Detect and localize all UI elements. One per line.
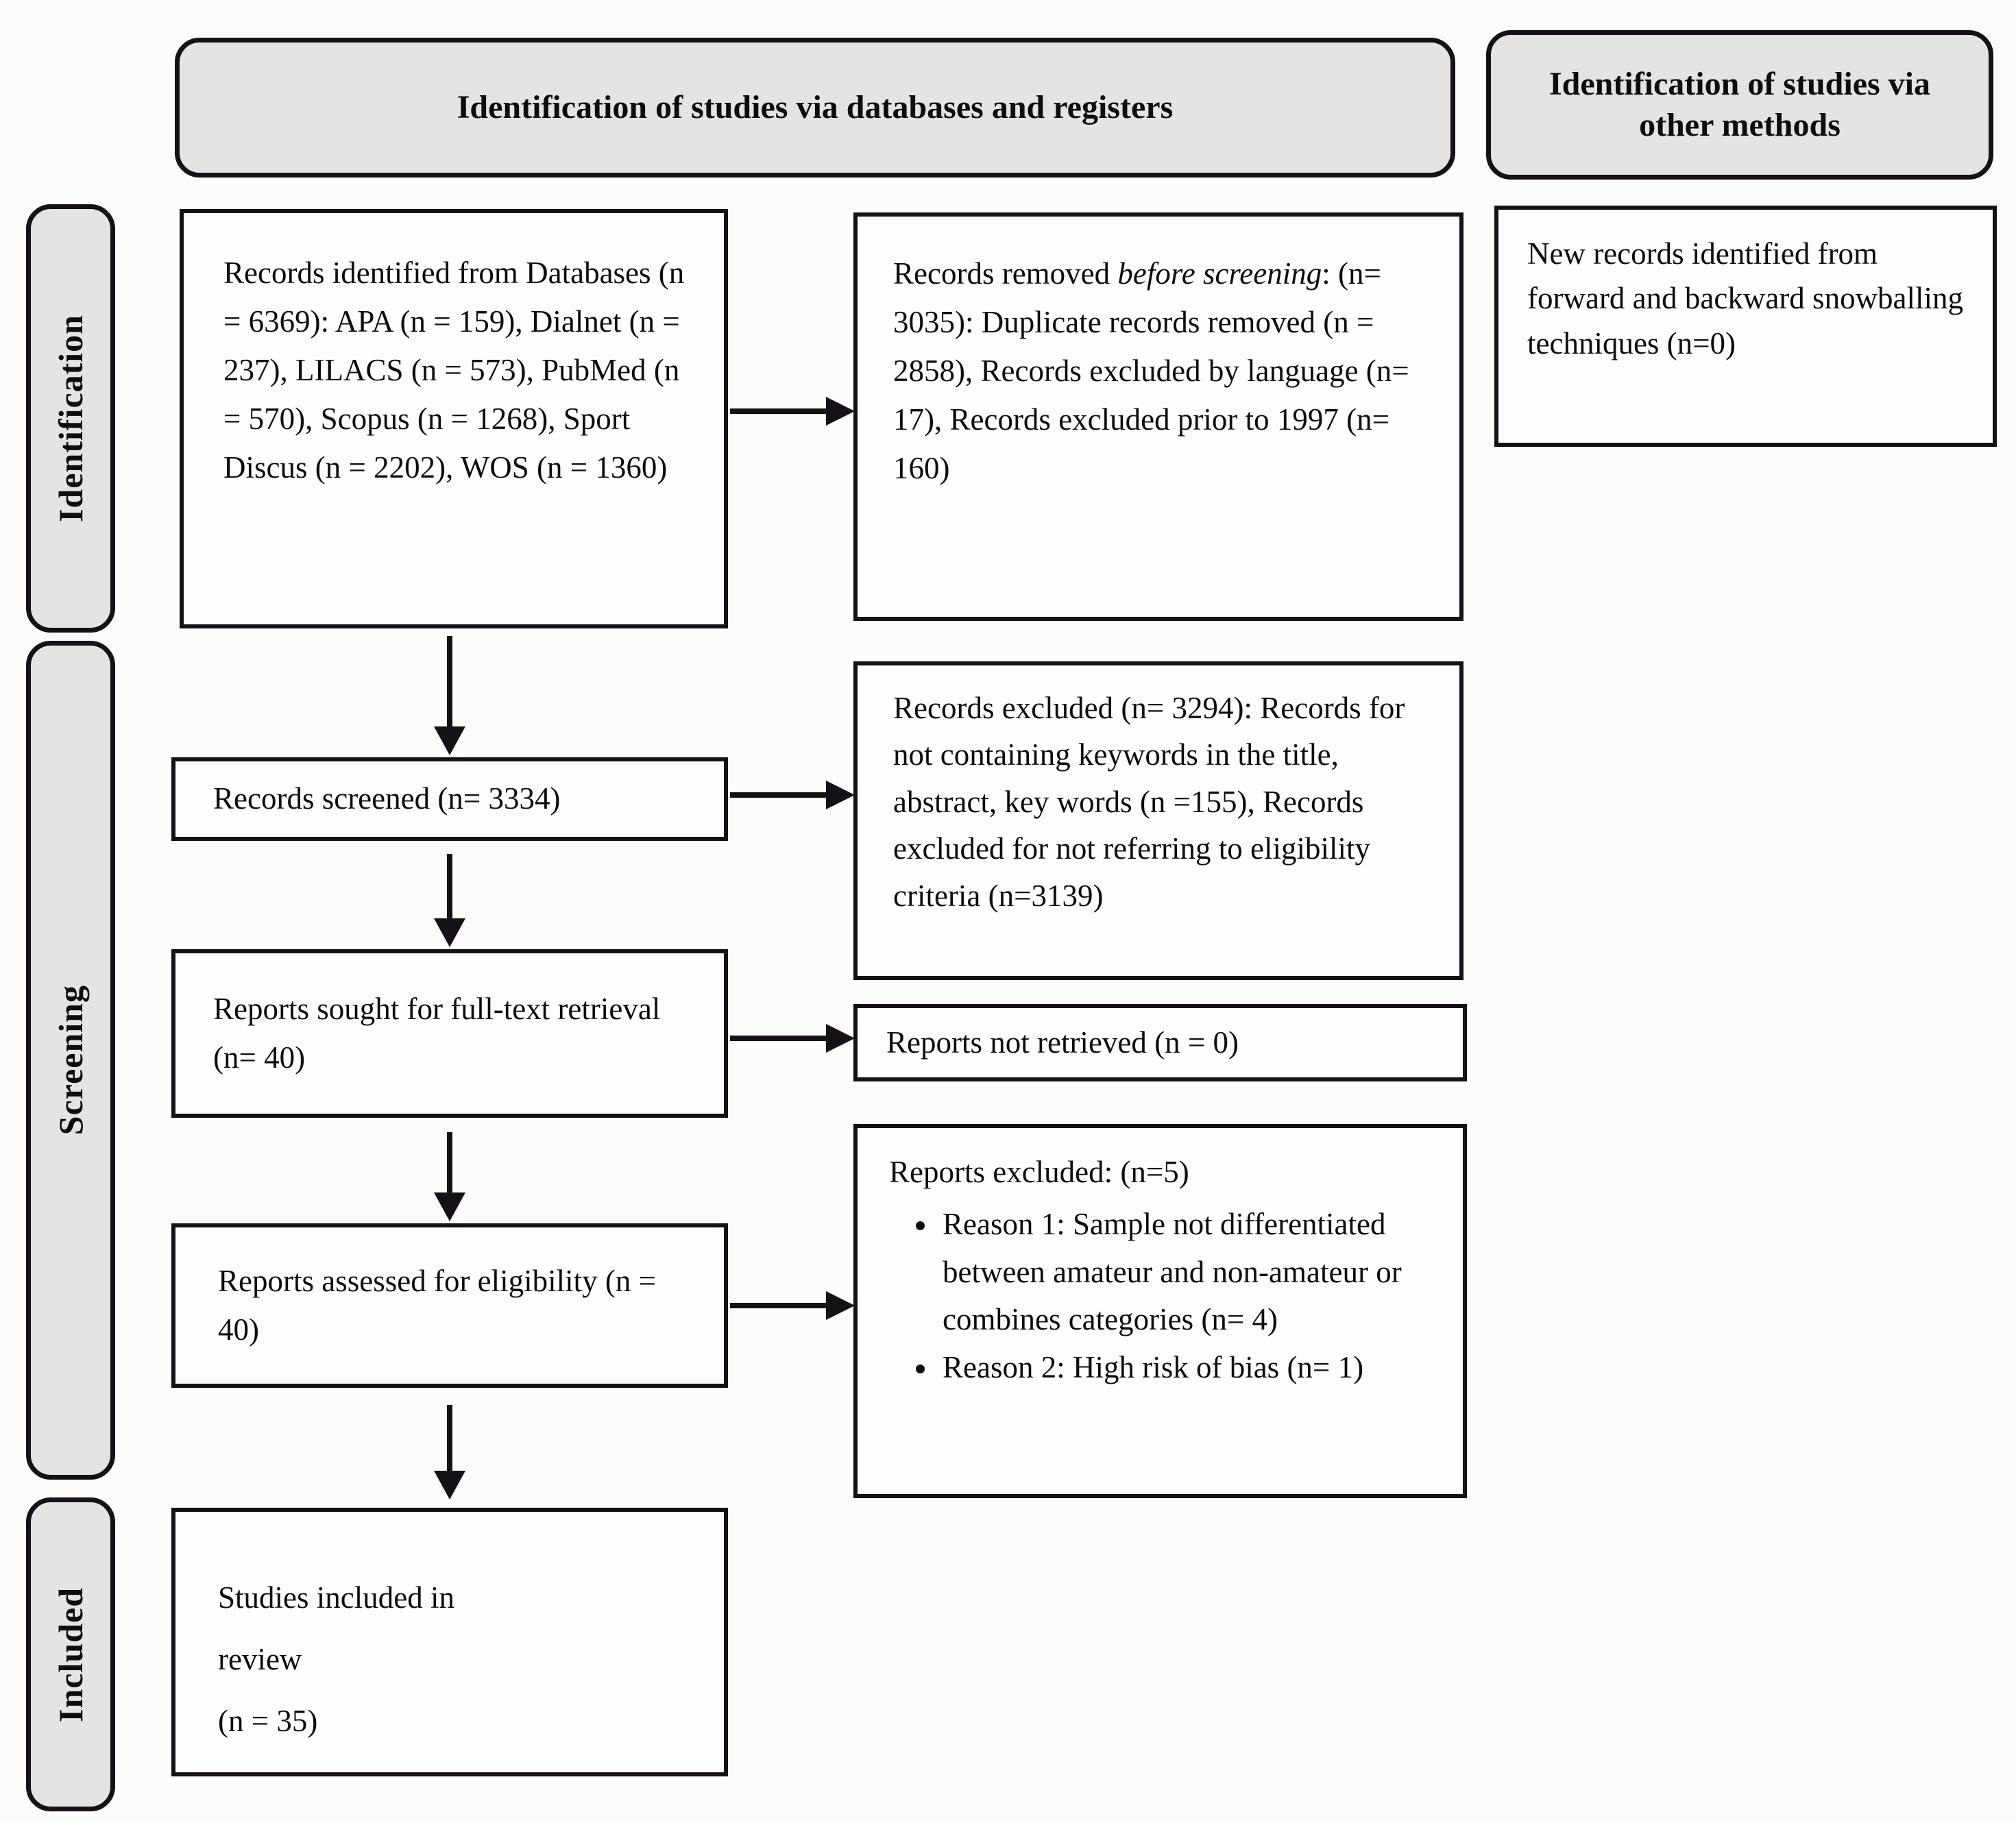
reports-assessed-text: Reports assessed for eligibility (n = 40…: [218, 1263, 657, 1347]
reports-excluded-title: Reports excluded: (n=5): [889, 1155, 1189, 1189]
records-removed-suffix: : (n= 3035): Duplicate records removed (…: [893, 256, 1409, 486]
reports-excluded-reason-1: Reason 1: Sample not differentiated betw…: [938, 1201, 1440, 1344]
box-reports-excluded: Reports excluded: (n=5) Reason 1: Sample…: [853, 1124, 1467, 1498]
reports-excluded-reason-2: Reason 2: High risk of bias (n= 1): [938, 1344, 1440, 1392]
records-screened-text: Records screened (n= 3334): [213, 781, 561, 816]
reports-sought-text: Reports sought for full-text retrieval (…: [213, 991, 661, 1075]
phase-identification: Identification: [26, 204, 115, 633]
box-records-identified: Records identified from Databases (n = 6…: [180, 209, 728, 628]
box-records-removed-before-screening: Records removed before screening: (n= 30…: [853, 212, 1464, 621]
arrow-sought-to-not-retrieved: [730, 1024, 855, 1053]
studies-included-line3: (n = 35): [218, 1704, 318, 1738]
studies-included-line2: review: [218, 1642, 302, 1676]
phase-screening: Screening: [26, 641, 115, 1480]
arrow-screened-to-sought: [434, 854, 465, 947]
box-new-records-snowballing: New records identified from forward and …: [1494, 206, 1997, 447]
arrow-assessed-to-reports-excluded: [730, 1291, 855, 1320]
header-other-methods: Identification of studies via other meth…: [1486, 30, 1993, 180]
records-removed-italic: before screening: [1117, 256, 1322, 291]
reports-not-retrieved-text: Reports not retrieved (n = 0): [886, 1025, 1239, 1060]
header-databases-registers: Identification of studies via databases …: [175, 38, 1455, 178]
box-studies-included: Studies included in review (n = 35): [171, 1508, 728, 1776]
arrow-sought-to-assessed: [434, 1132, 465, 1221]
box-records-screened: Records screened (n= 3334): [171, 757, 728, 841]
box-reports-not-retrieved: Reports not retrieved (n = 0): [853, 1004, 1467, 1081]
records-identified-text: Records identified from Databases (n = 6…: [223, 256, 685, 485]
new-records-text: New records identified from forward and …: [1527, 236, 1964, 360]
records-excluded-text: Records excluded (n= 3294): Records for …: [893, 691, 1405, 913]
arrow-identified-to-removed: [730, 397, 855, 426]
arrow-screened-to-excluded: [730, 781, 855, 809]
arrow-identified-to-screened: [434, 636, 465, 755]
studies-included-line1: Studies included in: [218, 1580, 454, 1615]
phase-included: Included: [26, 1497, 115, 1811]
header-databases-registers-label: Identification of studies via databases …: [457, 89, 1174, 125]
box-reports-assessed: Reports assessed for eligibility (n = 40…: [171, 1223, 728, 1388]
reports-excluded-reason-list: Reason 1: Sample not differentiated betw…: [889, 1201, 1440, 1392]
phase-included-label: Included: [51, 1587, 90, 1722]
phase-screening-label: Screening: [51, 985, 90, 1136]
header-other-methods-label: Identification of studies via other meth…: [1549, 66, 1931, 143]
records-removed-prefix: Records removed: [893, 256, 1118, 291]
box-reports-sought: Reports sought for full-text retrieval (…: [171, 949, 728, 1118]
box-records-excluded: Records excluded (n= 3294): Records for …: [853, 661, 1464, 980]
arrow-assessed-to-included: [434, 1405, 465, 1500]
phase-identification-label: Identification: [51, 315, 90, 522]
